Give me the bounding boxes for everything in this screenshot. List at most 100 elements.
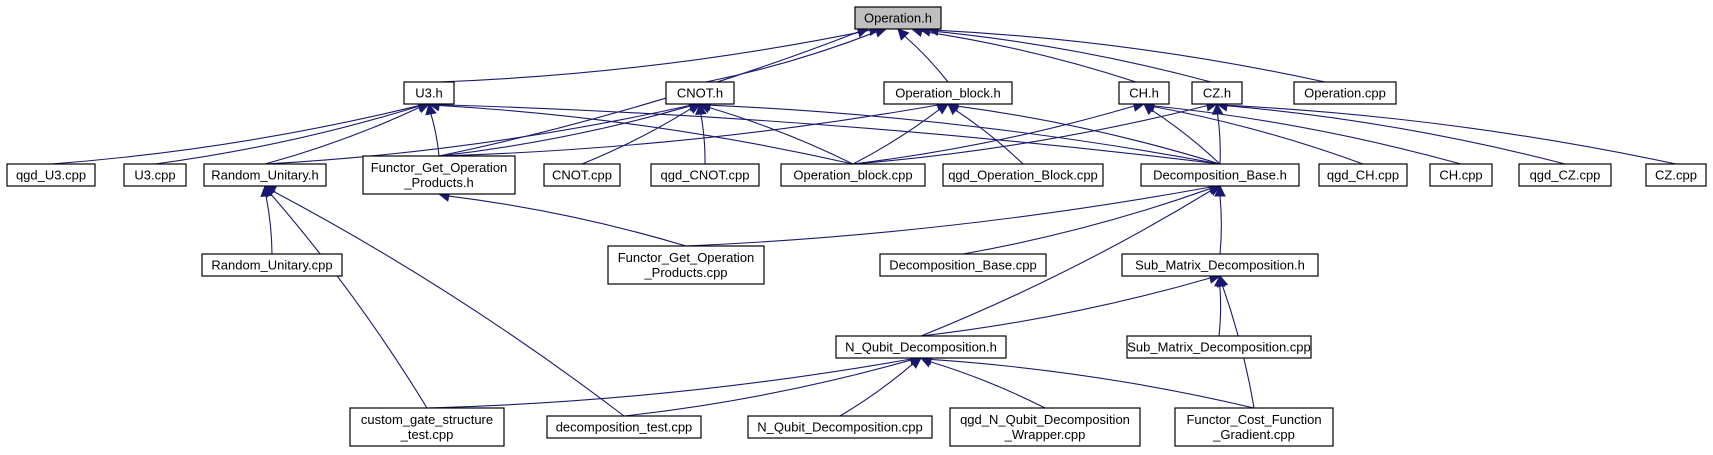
node-box (1121, 253, 1319, 277)
node-label: Operation_block.cpp (793, 168, 912, 183)
edge-decomposition-base-h-to-ch-h (1151, 109, 1221, 165)
node-label: qgd_CZ.cpp (1530, 168, 1601, 183)
node-label: Operation.cpp (1304, 86, 1386, 101)
node-box (1126, 335, 1312, 359)
node-label: Functor_Get_Operation (618, 250, 755, 265)
node-box (543, 163, 621, 187)
node-label: qgd_N_Qubit_Decomposition (960, 412, 1130, 427)
node-operation-h[interactable]: Operation.h (854, 6, 942, 30)
node-random-unitary-cpp[interactable]: Random_Unitary.cpp (201, 253, 343, 277)
node-box (1174, 407, 1334, 447)
node-box (403, 81, 455, 105)
node-label: CH.cpp (1439, 168, 1482, 183)
edge-random-unitary-h-to-u3-h (264, 106, 420, 165)
node-box (854, 6, 942, 30)
node-decomposition-base-cpp[interactable]: Decomposition_Base.cpp (879, 253, 1047, 277)
edge-qgd-cnot-cpp-to-cnot-h (700, 113, 706, 165)
edge-cnot-h-to-operation-h (705, 31, 877, 83)
node-n-qubit-decomposition-h[interactable]: N_Qubit_Decomposition.h (835, 335, 1007, 359)
edge-qgd-u3-cpp-to-u3-h (50, 105, 420, 165)
arrowhead-icon (425, 102, 437, 116)
arrowhead-icon (1211, 102, 1224, 115)
node-cz-cpp[interactable]: CZ.cpp (1645, 163, 1707, 187)
node-label: Random_Unitary.cpp (211, 258, 332, 273)
node-box (879, 253, 1047, 277)
node-operation-block-cpp[interactable]: Operation_block.cpp (780, 163, 926, 187)
node-box (123, 163, 187, 187)
node-decomposition-base-h[interactable]: Decomposition_Base.h (1140, 163, 1300, 187)
node-qgd-ch-cpp[interactable]: qgd_CH.cpp (1318, 163, 1408, 187)
node-label: Random_Unitary.h (211, 168, 318, 183)
node-qgd-operation-block-cpp[interactable]: qgd_Operation_Block.cpp (942, 163, 1104, 187)
node-label: custom_gate_structure (361, 412, 493, 427)
node-label: N_Qubit_Decomposition.cpp (757, 420, 922, 435)
node-label: _test.cpp (400, 427, 454, 442)
node-cz-h[interactable]: CZ.h (1191, 81, 1243, 105)
node-box (942, 163, 1104, 187)
node-u3-h[interactable]: U3.h (403, 81, 455, 105)
node-box (949, 407, 1141, 447)
edge-decomposition-test-cpp-to-n-qubit-decomposition-h (623, 359, 912, 417)
node-box (201, 253, 343, 277)
edge-operation-block-cpp-to-cnot-h (709, 107, 854, 165)
arrowhead-icon (1214, 184, 1226, 197)
node-operation-cpp[interactable]: Operation.cpp (1293, 81, 1397, 105)
node-qgd-n-qubit-decomposition-wrapper-cpp[interactable]: qgd_N_Qubit_Decomposition_Wrapper.cpp (949, 407, 1141, 447)
node-sub-matrix-decomposition-cpp[interactable]: Sub_Matrix_Decomposition.cpp (1126, 335, 1312, 359)
node-box (1140, 163, 1300, 187)
node-ch-cpp[interactable]: CH.cpp (1429, 163, 1493, 187)
node-label: CNOT.h (677, 86, 723, 101)
node-label: _Products.cpp (643, 265, 727, 280)
node-box (362, 155, 516, 195)
edge-decomposition-base-h-to-operation-block-h (957, 105, 1221, 165)
node-label: Sub_Matrix_Decomposition.cpp (1127, 340, 1311, 355)
node-decomposition-test-cpp[interactable]: decomposition_test.cpp (546, 415, 702, 439)
node-ch-h[interactable]: CH.h (1118, 81, 1170, 105)
node-box (6, 163, 96, 187)
edge-qgd-ch-cpp-to-ch-h (1153, 106, 1364, 165)
arrowhead-icon (695, 102, 707, 115)
edge-operation-block-cpp-to-cz-h (852, 105, 1208, 165)
edge-qgd-n-qubit-decomposition-wrapper-cpp-to-n-qubit-decomposition-h (930, 361, 1046, 409)
node-qgd-cnot-cpp[interactable]: qgd_CNOT.cpp (650, 163, 760, 187)
node-label: _Wrapper.cpp (1004, 427, 1086, 442)
node-operation-block-h[interactable]: Operation_block.h (883, 81, 1013, 105)
node-box (1318, 163, 1408, 187)
edge-operation-block-h-to-operation-h (904, 35, 949, 83)
edge-n-qubit-decomposition-h-to-decomposition-base-h (920, 190, 1212, 337)
node-label: _Products.h (403, 175, 473, 190)
node-label: CZ.h (1203, 86, 1231, 101)
edge-sub-matrix-decomposition-cpp-to-sub-matrix-decomposition-h (1218, 285, 1222, 337)
node-box (546, 415, 702, 439)
edge-qgd-operation-block-cpp-to-operation-block-h (955, 109, 1024, 165)
node-qgd-u3-cpp[interactable]: qgd_U3.cpp (6, 163, 96, 187)
edge-decomposition-base-h-to-cnot-h (709, 104, 1221, 165)
node-box (1518, 163, 1612, 187)
node-random-unitary-h[interactable]: Random_Unitary.h (203, 163, 327, 187)
node-box (1293, 81, 1397, 105)
edge-ch-h-to-operation-h (921, 30, 1137, 83)
node-label: Functor_Get_Operation (371, 160, 508, 175)
node-cnot-cpp[interactable]: CNOT.cpp (543, 163, 621, 187)
node-functor-get-operation-products-h[interactable]: Functor_Get_Operation_Products.h (362, 155, 516, 195)
node-u3-cpp[interactable]: U3.cpp (123, 163, 187, 187)
edge-operation-cpp-to-operation-h (937, 29, 1326, 83)
node-functor-get-operation-products-cpp[interactable]: Functor_Get_Operation_Products.cpp (607, 245, 765, 285)
node-custom-gate-structure-test-cpp[interactable]: custom_gate_structure_test.cpp (349, 407, 505, 447)
node-label: decomposition_test.cpp (556, 420, 693, 435)
edge-random-unitary-cpp-to-random-unitary-h (265, 195, 273, 255)
node-n-qubit-decomposition-cpp[interactable]: N_Qubit_Decomposition.cpp (747, 415, 933, 439)
node-box (1645, 163, 1707, 187)
node-cnot-h[interactable]: CNOT.h (665, 81, 735, 105)
edge-cz-h-to-operation-h (929, 30, 1212, 83)
edge-custom-gate-structure-test-cpp-to-random-unitary-h (270, 193, 428, 409)
edge-n-qubit-decomposition-h-to-sub-matrix-decomposition-h (920, 277, 1211, 337)
node-sub-matrix-decomposition-h[interactable]: Sub_Matrix_Decomposition.h (1121, 253, 1319, 277)
node-qgd-cz-cpp[interactable]: qgd_CZ.cpp (1518, 163, 1612, 187)
node-box (1191, 81, 1243, 105)
node-functor-cost-function-gradient-cpp[interactable]: Functor_Cost_Function_Gradient.cpp (1174, 407, 1334, 447)
edge-n-qubit-decomposition-cpp-to-n-qubit-decomposition-h (839, 363, 914, 417)
node-label: N_Qubit_Decomposition.h (845, 340, 997, 355)
